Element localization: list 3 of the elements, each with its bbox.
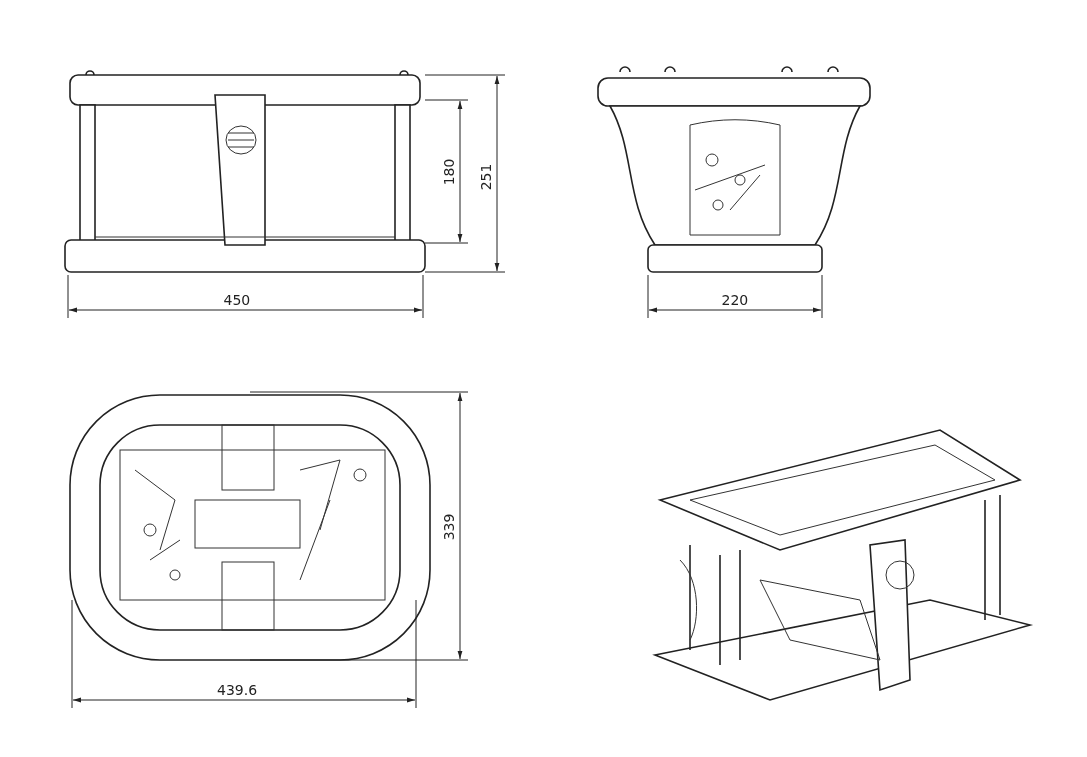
dimension-value: 439.6 [216,682,259,698]
dimension-value: 450 [222,292,252,308]
dimension-value: 220 [720,292,750,308]
